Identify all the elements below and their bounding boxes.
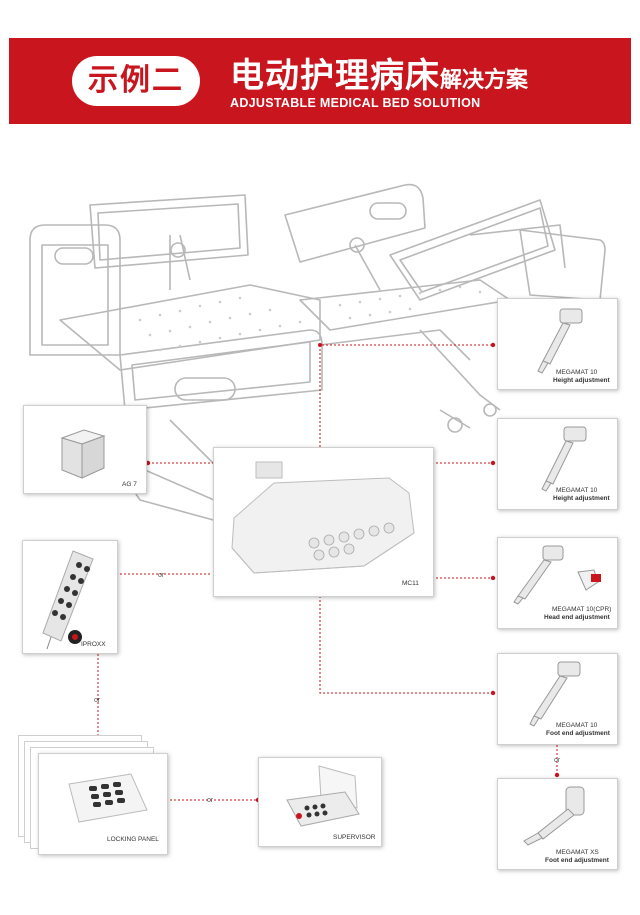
function-label: Height adjustment bbox=[553, 495, 610, 502]
title-sub: 解决方案 bbox=[440, 67, 529, 92]
locking-panel-label: LOCKING PANEL bbox=[107, 836, 159, 843]
or-label: or bbox=[554, 757, 561, 764]
iproxx-label: IPROXX bbox=[81, 641, 106, 648]
model-label: MEGAMAT 10(CPR) bbox=[552, 606, 612, 613]
or-label: or bbox=[94, 697, 101, 704]
page-subtitle: ADJUSTABLE MEDICAL BED SOLUTION bbox=[230, 96, 481, 110]
linear-actuator-icon bbox=[537, 308, 583, 374]
function-label: Foot end adjustment bbox=[545, 857, 609, 864]
mc11-box: MC11 bbox=[213, 447, 434, 597]
connector-lines bbox=[97, 344, 558, 801]
or-label: or bbox=[158, 572, 165, 579]
iproxx-box: IPROXX bbox=[22, 540, 118, 654]
supervisor-label: SUPERVISOR bbox=[333, 834, 376, 841]
linear-actuator-icon bbox=[529, 661, 581, 727]
ag7-box: AG 7 bbox=[23, 405, 147, 494]
model-label: MEGAMAT XS bbox=[556, 849, 599, 856]
megamat-height-box-1: MEGAMAT 10 Height adjustment bbox=[497, 298, 618, 390]
megamat-foot-box: MEGAMAT 10 Foot end adjustment bbox=[497, 653, 618, 745]
mattress-dots bbox=[138, 285, 482, 352]
cpr-actuator-icon bbox=[513, 545, 601, 605]
model-label: MEGAMAT 10 bbox=[556, 487, 598, 494]
or-label: or bbox=[207, 797, 214, 804]
locking-panel-icon bbox=[68, 773, 148, 823]
megamat-cpr-box: MEGAMAT 10(CPR) Head end adjustment bbox=[497, 537, 618, 629]
control-box-icon bbox=[231, 461, 415, 574]
ag7-label: AG 7 bbox=[122, 481, 137, 488]
mc11-label: MC11 bbox=[402, 580, 419, 587]
locking-panel-box: LOCKING PANEL bbox=[38, 753, 168, 855]
supervisor-box: SUPERVISOR bbox=[258, 757, 382, 847]
function-label: Height adjustment bbox=[553, 377, 610, 384]
function-label: Foot end adjustment bbox=[546, 730, 610, 737]
example-badge: 示例二 bbox=[72, 56, 200, 106]
compact-actuator-icon bbox=[523, 786, 585, 846]
model-label: MEGAMAT 10 bbox=[556, 722, 598, 729]
model-label: MEGAMAT 10 bbox=[556, 369, 598, 376]
handset-icon bbox=[42, 550, 94, 650]
title-main: 电动护理病床 bbox=[230, 57, 440, 95]
function-label: Head end adjustment bbox=[544, 614, 610, 621]
megamat-xs-box: MEGAMAT XS Foot end adjustment bbox=[497, 778, 618, 870]
page-title: 电动护理病床解决方案 bbox=[230, 48, 528, 97]
supervisor-panel-icon bbox=[286, 765, 360, 827]
linear-actuator-icon bbox=[541, 426, 587, 492]
megamat-height-box-2: MEGAMAT 10 Height adjustment bbox=[497, 418, 618, 510]
power-supply-icon bbox=[60, 429, 106, 479]
